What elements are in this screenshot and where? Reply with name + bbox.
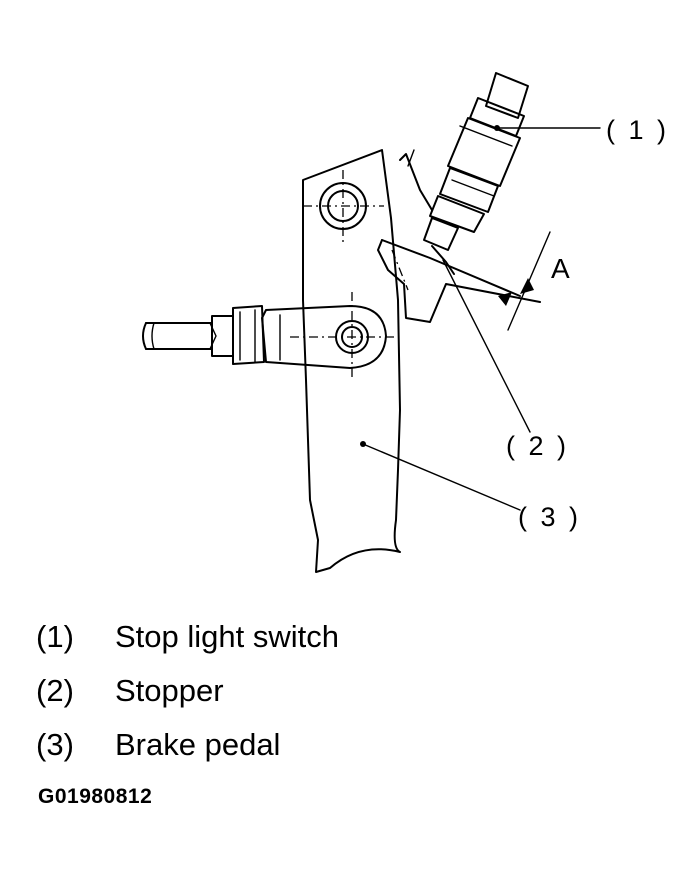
legend-text: Stopper: [115, 673, 224, 708]
dimension-label: A: [551, 253, 570, 284]
callout-1: ( 1 ): [606, 115, 669, 145]
legend-text: Brake pedal: [115, 727, 281, 762]
pedal-pivot: [303, 170, 384, 246]
legend-item: (3) Brake pedal: [36, 718, 339, 772]
legend-text: Stop light switch: [115, 619, 339, 654]
leader-lines: [360, 125, 601, 511]
callout-3: ( 3 ): [518, 502, 581, 532]
legend-number: (3): [36, 727, 74, 762]
figure-code: G01980812: [38, 785, 153, 808]
legend-number: (2): [36, 673, 74, 708]
legend: (1) Stop light switch (2) Stopper (3) Br…: [36, 610, 339, 772]
stop-light-switch: [399, 72, 529, 251]
stopper-bracket: [377, 239, 541, 323]
clevis-pin: [290, 292, 396, 380]
legend-item: (1) Stop light switch: [36, 610, 339, 664]
brake-pedal-diagram: A ( 1 ) ( 2 ) ( 3 ): [142, 72, 669, 573]
brake-pedal-arm: [302, 149, 401, 573]
legend-number: (1): [36, 619, 74, 654]
legend-item: (2) Stopper: [36, 664, 339, 718]
dimension-a: A: [498, 231, 570, 331]
callout-2: ( 2 ): [506, 431, 569, 461]
push-rod: [142, 305, 387, 369]
